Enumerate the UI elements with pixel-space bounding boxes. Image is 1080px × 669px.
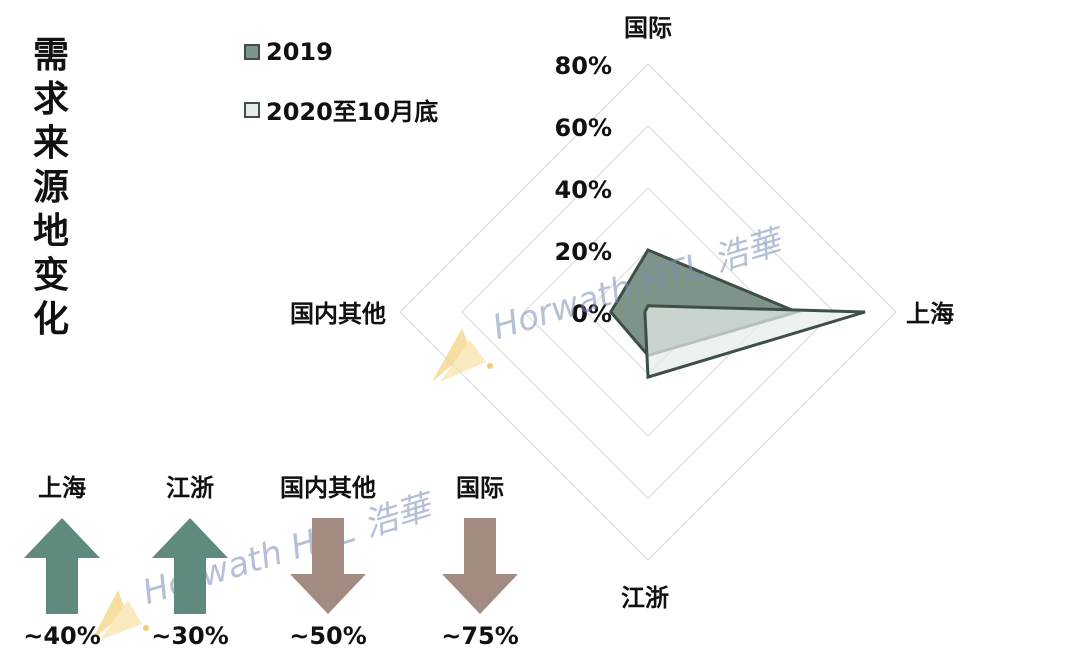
tick-label: 40% — [555, 176, 612, 204]
change-label: 国内其他 — [280, 474, 376, 502]
tick-label: 20% — [555, 238, 612, 266]
grid-ring — [398, 62, 898, 562]
legend-item-2019: 2019 — [244, 38, 333, 66]
change-label: 国际 — [456, 474, 504, 502]
change-percent: ~75% — [441, 622, 519, 650]
down-arrow-icon — [442, 518, 518, 614]
arrow-shape — [290, 518, 366, 614]
legend-label-2020: 2020至10月底 — [266, 98, 439, 126]
arrow-shape — [442, 518, 518, 614]
legend-label-2019: 2019 — [266, 38, 333, 66]
axis-label: 国际 — [624, 14, 672, 42]
legend-swatch-2019 — [244, 44, 260, 60]
grid-ring — [460, 124, 836, 500]
title-char: 化 — [32, 299, 69, 340]
change-label: 上海 — [38, 474, 86, 502]
axis-label: 上海 — [906, 300, 954, 328]
change-label: 江浙 — [166, 474, 214, 502]
arrow-shape — [152, 518, 228, 614]
legend-swatch-2020 — [244, 101, 260, 118]
arrow-shape — [24, 518, 100, 614]
up-arrow-icon — [24, 518, 100, 614]
change-percent: ~40% — [23, 622, 101, 650]
title-char: 需 — [32, 35, 69, 76]
grid-ring — [522, 186, 774, 438]
tick-label: 60% — [555, 114, 612, 142]
tick-label: 0% — [571, 300, 612, 328]
title-char: 地 — [32, 211, 69, 252]
legend-item-2020: 2020至10月底 — [244, 92, 438, 127]
axis-label: 江浙 — [621, 584, 669, 612]
change-percent: ~50% — [289, 622, 367, 650]
title-char: 来 — [32, 123, 69, 164]
title-char: 源 — [32, 167, 69, 208]
tick-label: 80% — [555, 52, 612, 80]
title-char: 变 — [32, 255, 69, 296]
series-2020至10月底 — [643, 304, 866, 380]
up-arrow-icon — [152, 518, 228, 614]
vertical-title: 需求来源地变化 — [26, 34, 76, 342]
change-percent: ~30% — [151, 622, 229, 650]
axis-label: 国内其他 — [290, 300, 386, 328]
down-arrow-icon — [290, 518, 366, 614]
title-char: 求 — [32, 79, 69, 120]
